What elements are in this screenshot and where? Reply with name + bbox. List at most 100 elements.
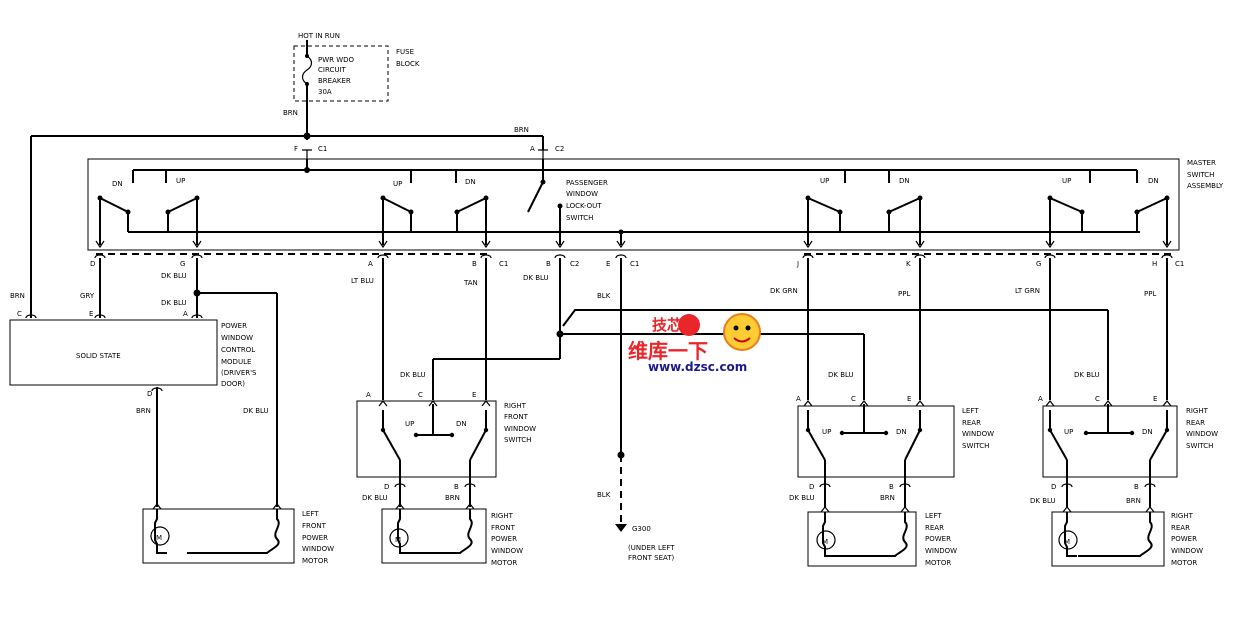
pin-b-c2: B xyxy=(546,260,551,268)
lr-motor-l1: LEFT xyxy=(925,512,942,520)
watermark-logo-text: 技芯片 xyxy=(652,316,697,334)
watermark-logo xyxy=(678,313,761,351)
lf-motor-l1: LEFT xyxy=(302,510,319,518)
top-conn-c2: C2 xyxy=(555,145,564,153)
wire-ppl-2: PPL xyxy=(1144,290,1156,298)
rf-sw1: RIGHT xyxy=(504,402,527,410)
wire-dkblu-7: DK BLU xyxy=(243,407,269,415)
rr-switch-box xyxy=(1042,405,1178,478)
lr-pin-e: E xyxy=(907,395,911,403)
pin-a: A xyxy=(368,260,373,268)
lf-motor-l2: FRONT xyxy=(302,522,327,530)
lr-motor-l2: REAR xyxy=(925,524,944,532)
module-desc3: CONTROL xyxy=(221,346,255,354)
lr-pin-b: B xyxy=(889,483,894,491)
master-lf-switch xyxy=(97,195,200,245)
rr-motor-l3: POWER xyxy=(1171,535,1197,543)
watermark-line2: www.dzsc.com xyxy=(648,360,747,374)
rr-sw3: WINDOW xyxy=(1186,430,1218,438)
m-rf-dn: DN xyxy=(465,178,476,186)
lr-switch-contacts xyxy=(803,400,925,487)
lr-switch-box xyxy=(797,405,955,478)
hot-in-run-label: HOT IN RUN xyxy=(298,32,340,40)
rr-motor-l5: MOTOR xyxy=(1171,559,1197,567)
rr-motor-l1: RIGHT xyxy=(1171,512,1194,520)
wire-dkgrn: DK GRN xyxy=(770,287,798,295)
lr-motor-l5: MOTOR xyxy=(925,559,951,567)
rr-motor xyxy=(1051,506,1165,567)
rf-switch-box xyxy=(356,400,497,478)
module-name: SOLID STATE xyxy=(76,352,121,360)
lr-sw3: WINDOW xyxy=(962,430,994,438)
wire-tan: TAN xyxy=(463,279,478,287)
rf-pin-b: B xyxy=(454,483,459,491)
rf-motor xyxy=(381,503,487,564)
pin-j: J xyxy=(796,260,799,268)
rf-sw4: SWITCH xyxy=(504,436,531,444)
module-desc5: (DRIVER'S xyxy=(221,369,257,377)
lf-motor-l3: POWER xyxy=(302,534,328,542)
lr-dn: DN xyxy=(896,428,907,436)
module-desc4: MODULE xyxy=(221,358,251,366)
m-lf-dn: DN xyxy=(112,180,123,188)
rr-motor-m: M xyxy=(1064,538,1070,546)
module-pin-a: A xyxy=(183,310,188,318)
rr-sw2: REAR xyxy=(1186,419,1205,427)
master-title3: ASSEMBLY xyxy=(1187,182,1224,190)
rr-up: UP xyxy=(1064,428,1073,436)
wire-dkblu-5: DK BLU xyxy=(828,371,854,379)
wire-blk-1: BLK xyxy=(597,292,611,300)
conn-c2: C2 xyxy=(570,260,579,268)
conn-c1-a: C1 xyxy=(499,260,508,268)
lockout-label2: WINDOW xyxy=(566,190,598,198)
wire-dkblu-3: DK BLU xyxy=(523,274,549,282)
lf-motor xyxy=(142,503,295,564)
master-output-arrows xyxy=(95,229,1172,249)
rf-dn: DN xyxy=(456,420,467,428)
module-pin-e: E xyxy=(89,310,93,318)
m-rr-dn: DN xyxy=(1148,177,1159,185)
lockout-switch xyxy=(527,159,563,245)
m-lf-up: UP xyxy=(176,177,185,185)
breaker-line3: BREAKER xyxy=(318,77,351,85)
module-desc6: DOOR) xyxy=(221,380,245,388)
wire-ltgrn: LT GRN xyxy=(1015,287,1040,295)
rf-sw3: WINDOW xyxy=(504,425,536,433)
rr-motor-l4: WINDOW xyxy=(1171,547,1203,555)
lr-pin-d: D xyxy=(809,483,814,491)
pin-g2: G xyxy=(1036,260,1041,268)
wire-gry: GRY xyxy=(80,292,95,300)
pin-d: D xyxy=(90,260,95,268)
master-internal-rail xyxy=(128,159,1140,233)
wire-brn-5: BRN xyxy=(1126,497,1141,505)
m-rr-up: UP xyxy=(1062,177,1071,185)
wire-brn-2: BRN xyxy=(136,407,151,415)
breaker-line2: CIRCUIT xyxy=(318,66,347,74)
ground-note2: FRONT SEAT) xyxy=(628,554,675,562)
m-lr-up: UP xyxy=(820,177,829,185)
wire-dkblu-8: DK BLU xyxy=(362,494,388,502)
master-switch-box xyxy=(87,158,1180,251)
rf-motor-l5: MOTOR xyxy=(491,559,517,567)
rf-motor-l4: WINDOW xyxy=(491,547,523,555)
rf-switch-contacts xyxy=(378,400,491,487)
top-conn-c1: C1 xyxy=(318,145,327,153)
master-rr-switch xyxy=(1047,195,1170,245)
pin-g: G xyxy=(180,260,185,268)
wire-ppl-1: PPL xyxy=(898,290,910,298)
wire-runs xyxy=(25,258,1168,522)
lr-up: UP xyxy=(822,428,831,436)
conn-c1-c: C1 xyxy=(1175,260,1184,268)
lr-pin-c: C xyxy=(851,395,856,403)
lr-pin-a: A xyxy=(796,395,801,403)
feed-wire-label: BRN xyxy=(283,109,298,117)
wire-ltblu: LT BLU xyxy=(351,277,374,285)
rr-sw1: RIGHT xyxy=(1186,407,1209,415)
circuit-breaker xyxy=(301,40,313,140)
lf-motor-m: M xyxy=(156,534,162,542)
rr-pin-c: C xyxy=(1095,395,1100,403)
master-lr-switch xyxy=(805,195,923,245)
conn-c1-b: C1 xyxy=(630,260,639,268)
